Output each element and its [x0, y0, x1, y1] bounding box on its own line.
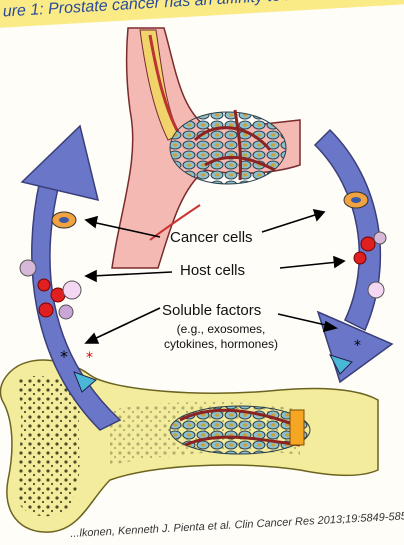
svg-text:*: *	[60, 347, 68, 366]
label-host-cells: Host cells	[180, 262, 245, 279]
svg-text:*: *	[354, 338, 361, 354]
svg-text:*: *	[86, 350, 93, 366]
label-cancer-cells: Cancer cells	[170, 229, 253, 246]
label-soluble-factors-examples-1: (e.g., exosomes,	[156, 322, 286, 336]
label-soluble-factors-examples-2: cytokines, hormones)	[150, 337, 292, 351]
bone-illustration	[0, 360, 378, 532]
label-soluble-factors: Soluble factors	[162, 302, 261, 319]
